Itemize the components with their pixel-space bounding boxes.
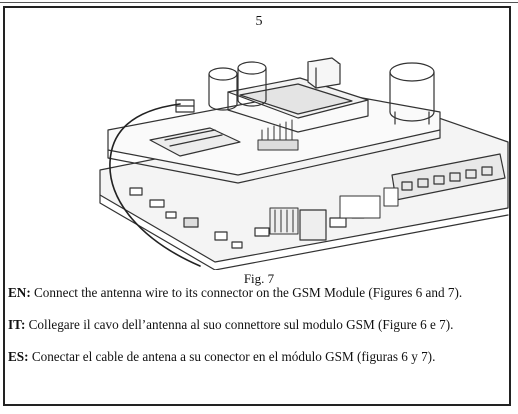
page-number: 5 [255,14,263,29]
gsm-chip [227,77,369,133]
main-board-headers [269,187,399,235]
pin-header [257,119,299,151]
instruction-es: ES: Conectar el cable de antena a su con… [8,349,510,365]
capacitor-left [208,67,238,111]
top-rule [0,2,518,3]
language-label-it: IT: [8,317,26,332]
instruction-text-en: Connect the antenna wire to its connecto… [30,285,463,300]
figure-caption: Fig. 7 [243,271,275,286]
language-label-es: ES: [8,349,29,364]
relay-box [307,57,341,89]
main-board-edge [99,194,509,270]
figure-7-illustration [99,57,509,270]
page-frame [3,6,511,406]
instruction-it: IT: Collegare il cavo dell’antenna al su… [8,317,510,333]
smd-components [129,187,365,249]
terminal-block [391,153,506,201]
language-label-en: EN: [8,285,31,300]
instruction-en: EN: Connect the antenna wire to its conn… [8,285,510,301]
antenna-connector [175,99,195,113]
antenna-wire [109,103,201,267]
capacitor-right [237,61,267,107]
instruction-text-it: Collegare il cavo dell’antenna al suo co… [25,317,454,332]
sim-holder [149,127,241,157]
capacitor-large [389,62,435,125]
instruction-text-es: Conectar el cable de antena a su conecto… [28,349,436,364]
